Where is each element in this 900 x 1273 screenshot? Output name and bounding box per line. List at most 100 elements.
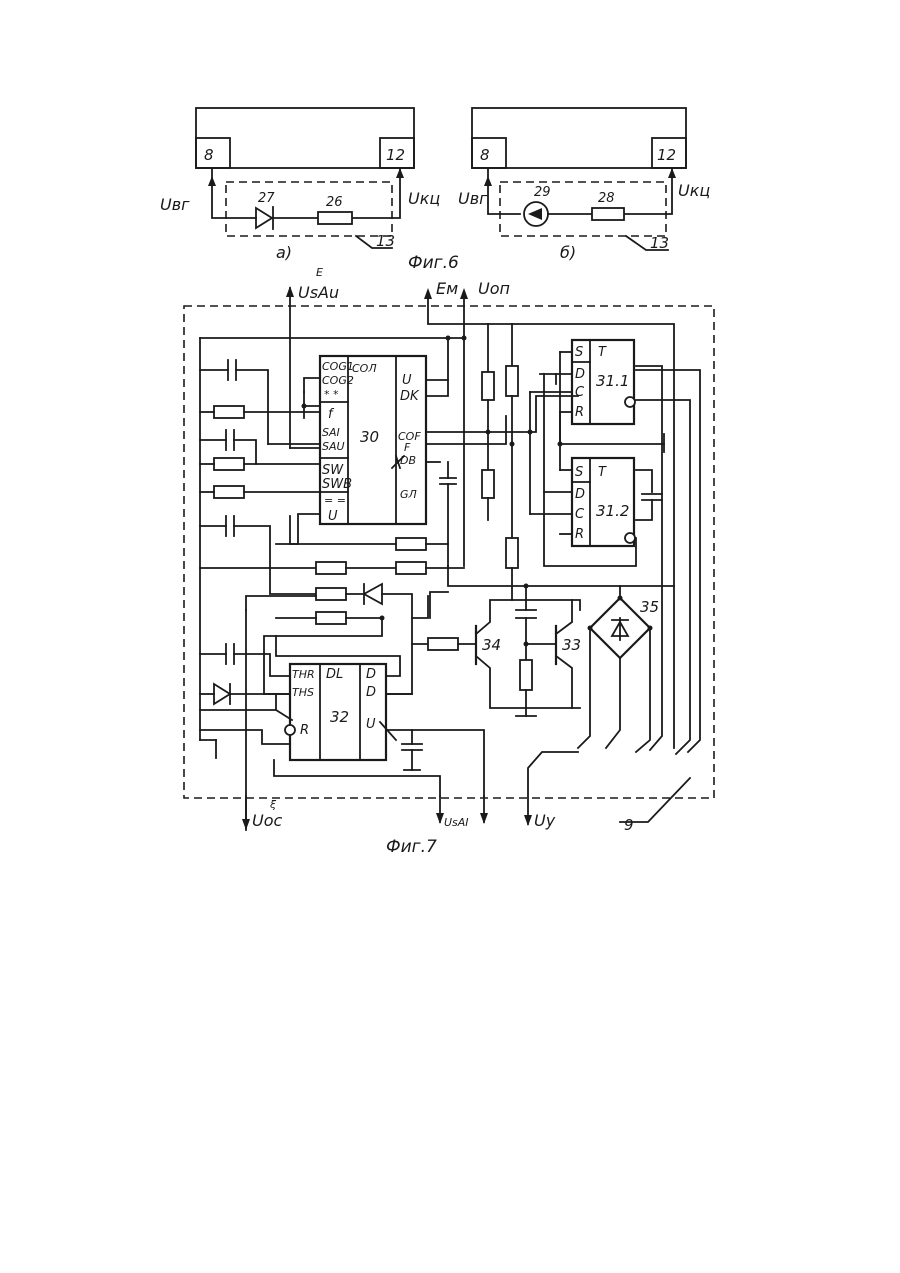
- chip32-rpin-u: U: [366, 717, 376, 732]
- chip30-rpin-u: U: [402, 373, 412, 388]
- chip30-pin-sw: SW: [322, 463, 344, 478]
- chip32-adjust-icon: [380, 722, 396, 740]
- fig6b-block-8-label: 8: [480, 146, 490, 164]
- resistor-28-icon: [592, 208, 624, 220]
- arrow-em-icon: [424, 288, 432, 299]
- wire-31-1-d2: [540, 374, 556, 384]
- transistor-33-collector: [556, 600, 572, 634]
- node-top-448: [446, 336, 451, 341]
- chip32-rpin-d2: D: [366, 685, 376, 700]
- wire-u-out: [386, 730, 484, 796]
- node-488: [486, 430, 491, 435]
- bus-r1: [636, 366, 662, 750]
- chip31-1-pin-s: S: [575, 345, 583, 360]
- chip30-rpin-db: DB: [400, 454, 416, 467]
- wire-cog: [304, 378, 320, 392]
- chip30-pin-sai: SAI: [322, 426, 340, 439]
- fig6b-source-label: 29: [534, 185, 551, 200]
- chip31-1-pin-c: C: [575, 385, 585, 400]
- arrow-usau-icon: [286, 286, 294, 297]
- resistor-h1-icon: [396, 538, 426, 550]
- resistor-base34-icon: [428, 638, 458, 650]
- chip31-2-id: 31.2: [596, 502, 629, 520]
- fig7-caption: Фиг.7: [386, 837, 437, 857]
- chip31-1-type: T: [598, 345, 607, 360]
- bridge-35-label: 35: [640, 598, 659, 616]
- chip31-1-id: 31.1: [596, 372, 629, 390]
- fig6b-block-12-label: 12: [657, 146, 676, 164]
- arrow-u2-icon: [480, 813, 488, 824]
- fig6b-ref-13: 13: [650, 234, 669, 252]
- chip30-pin-f: f: [328, 407, 335, 422]
- uop-label: Uоп: [478, 279, 510, 298]
- diode-h-icon: [364, 584, 382, 604]
- wire-u-in: [290, 514, 320, 544]
- wire-bridge-right: [636, 628, 650, 752]
- chip31-1-pin-r: R: [575, 405, 584, 420]
- resistor-v5-icon: [520, 660, 532, 690]
- chip30-pin-swb: SWB: [322, 477, 352, 492]
- arrow-uy-icon: [524, 815, 532, 826]
- resistor-v3-icon: [506, 366, 518, 396]
- diode-2-icon: [214, 684, 230, 704]
- fig6b-arrow-right: [668, 168, 676, 178]
- chip30-pin-cog1: COG1: [322, 360, 354, 373]
- uy-label: Uу: [534, 811, 556, 830]
- node-530: [528, 430, 533, 435]
- bus-r2: [636, 400, 690, 754]
- chip31-2-pin-s: S: [575, 465, 583, 480]
- fig6a-ref-13: 13: [376, 232, 395, 250]
- chip32-id: 32: [330, 708, 349, 726]
- wire-cof: [426, 396, 578, 432]
- fig6a-resistor-label: 26: [326, 195, 343, 210]
- fig6a: 8 12 27 26 Uвг Uкц 13 а): [160, 108, 440, 262]
- resistor-26-icon: [318, 212, 352, 224]
- fig6a-sublabel: а): [276, 243, 292, 262]
- wire-cof-2: [426, 416, 506, 444]
- wire-usai: [274, 760, 440, 796]
- chip32-pin-ths: THS: [292, 686, 314, 699]
- uoc-sup: ξ: [269, 798, 277, 811]
- node-526-top: [524, 584, 529, 589]
- chip30-id: 30: [360, 428, 379, 446]
- fig6b-u-left: Uвг: [458, 189, 488, 208]
- chip31-2-pin-d: D: [575, 487, 585, 502]
- arrow-usai-icon: [436, 813, 444, 824]
- wire-c3-r: [234, 526, 316, 594]
- chip30-pin-stars: * *: [324, 388, 339, 401]
- fig6a-u-left: Uвг: [160, 195, 190, 214]
- fig6b-sublabel: б): [560, 243, 576, 262]
- chip30-rpin-dk: DK: [400, 389, 420, 404]
- usai-label: UsAI: [444, 816, 469, 829]
- fig6b-resistor-label: 28: [598, 191, 615, 206]
- fig6b-wire-left: [488, 168, 520, 214]
- fig6a-arrow-right: [396, 168, 404, 178]
- wire-rpin-dk: [426, 380, 448, 396]
- transistor-34-collector: [476, 600, 580, 634]
- wire-rpin-u: [426, 338, 448, 380]
- wire-uoc-top: [246, 596, 316, 610]
- fig7: E UsAu Eм Uоп: [184, 266, 714, 834]
- usau-label: UsAu: [298, 283, 339, 302]
- wire-mid-bus-2: [430, 592, 448, 618]
- fig6b-u-right: Uкц: [678, 181, 710, 200]
- chip31-2-inverted-output-icon: [625, 533, 635, 543]
- chip32-reset-icon: [285, 725, 295, 735]
- resistor-h3-icon: [396, 562, 426, 574]
- fig6a-arrow-left: [208, 176, 216, 186]
- ref-9-label: 9: [624, 816, 634, 834]
- node-512: [510, 442, 515, 447]
- chip31-1-inverted-output-icon: [625, 397, 635, 407]
- usau-sup: E: [316, 266, 323, 279]
- node-382: [380, 616, 385, 621]
- resistor-a-icon: [214, 406, 244, 418]
- fig6-caption: Фиг.6: [408, 253, 459, 273]
- chip30-pin-u: U: [328, 509, 338, 524]
- chip30-pin-cog2: COG2: [322, 374, 354, 387]
- resistor-h2-icon: [316, 562, 346, 574]
- chip32-pin-r: R: [300, 723, 309, 738]
- wire-mid-bus: [448, 566, 674, 586]
- resistor-v1-icon: [482, 372, 494, 400]
